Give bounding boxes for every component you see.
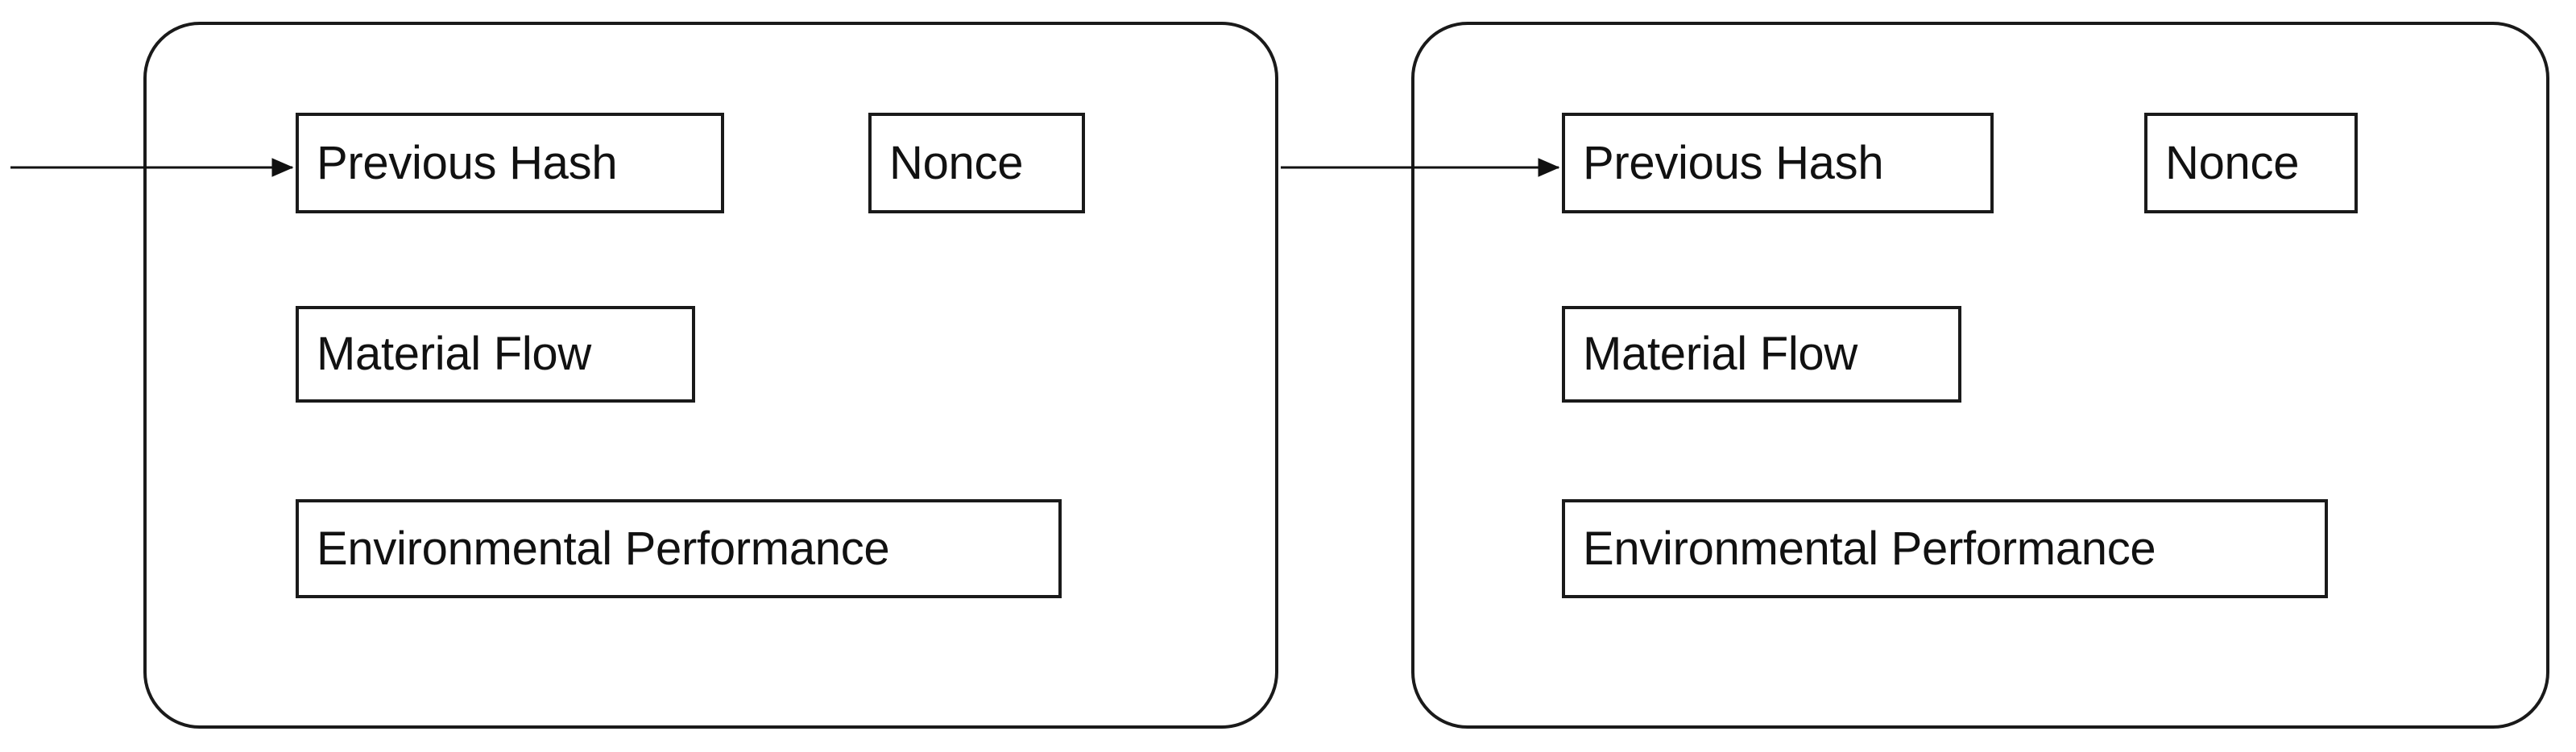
field-environmental-performance-block-1[interactable]: Environmental Performance xyxy=(296,499,1062,598)
field-material-flow-block-2[interactable]: Material Flow xyxy=(1562,306,1961,403)
field-label: Environmental Performance xyxy=(1583,522,2156,575)
field-label: Previous Hash xyxy=(317,136,618,189)
field-label: Material Flow xyxy=(1583,328,1857,380)
field-label: Previous Hash xyxy=(1583,136,1884,189)
field-previous-hash-block-2[interactable]: Previous Hash xyxy=(1562,113,1994,213)
field-environmental-performance-block-2[interactable]: Environmental Performance xyxy=(1562,499,2328,598)
field-nonce-block-2[interactable]: Nonce xyxy=(2144,113,2358,213)
field-previous-hash-block-1[interactable]: Previous Hash xyxy=(296,113,724,213)
field-label: Nonce xyxy=(889,136,1024,189)
field-label: Material Flow xyxy=(317,328,591,380)
field-label: Environmental Performance xyxy=(317,522,890,575)
field-nonce-block-1[interactable]: Nonce xyxy=(868,113,1085,213)
field-material-flow-block-1[interactable]: Material Flow xyxy=(296,306,695,403)
field-label: Nonce xyxy=(2165,136,2300,189)
